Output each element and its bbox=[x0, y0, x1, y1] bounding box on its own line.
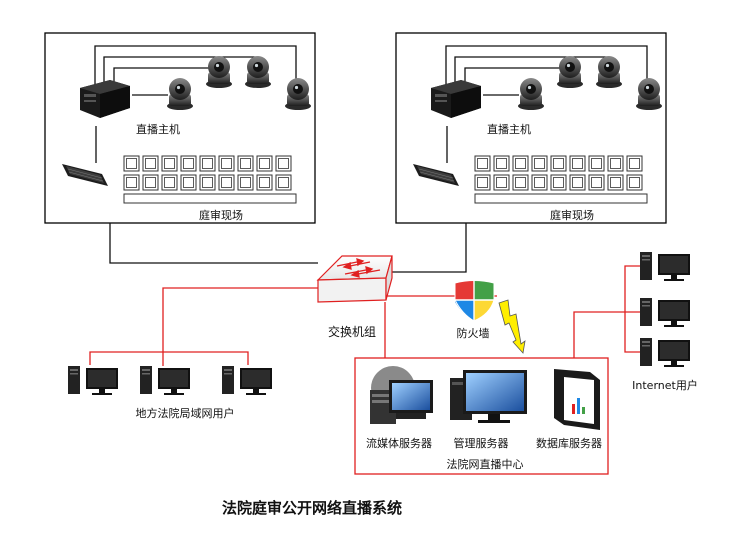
streaming-server-icon bbox=[370, 366, 433, 424]
site-uplinks bbox=[109, 223, 467, 273]
switch-label: 交换机组 bbox=[327, 325, 377, 339]
courtroom-frame bbox=[395, 32, 667, 224]
room-label-1: 庭审现场 bbox=[199, 209, 243, 222]
lan-user-pc bbox=[140, 366, 190, 395]
lan-users-label: 地方法院局域网用户 bbox=[135, 407, 235, 420]
internet-users-label: Internet用户 bbox=[632, 379, 698, 392]
lightning-bolt-icon bbox=[498, 299, 526, 354]
red-network-links bbox=[89, 265, 640, 475]
firewall-shield-icon bbox=[454, 280, 495, 322]
diagram-title: 法院庭审公开网络直播系统 bbox=[222, 499, 403, 517]
streaming-server-label: 流媒体服务器 bbox=[366, 437, 432, 450]
gallery-seats bbox=[474, 155, 648, 204]
lan-user-pc bbox=[222, 366, 272, 395]
internet-user-pc bbox=[640, 298, 690, 327]
management-server-label: 管理服务器 bbox=[453, 437, 509, 450]
database-server-label: 数据库服务器 bbox=[536, 437, 602, 450]
internet-user-pc bbox=[640, 252, 690, 281]
host-label-2: 直播主机 bbox=[487, 123, 531, 136]
room-label-2: 庭审现场 bbox=[550, 209, 594, 222]
host-label-1: 直播主机 bbox=[136, 123, 180, 136]
management-server-icon bbox=[450, 370, 527, 423]
courtroom-site-1 bbox=[44, 32, 316, 224]
firewall-label: 防火墙 bbox=[456, 327, 490, 340]
gallery-seats bbox=[123, 155, 297, 204]
database-server-icon bbox=[554, 369, 600, 430]
courtroom-frame bbox=[44, 32, 316, 224]
courtroom-site-2 bbox=[395, 32, 667, 224]
live-center-label: 法院网直播中心 bbox=[446, 458, 524, 471]
lan-user-pc bbox=[68, 366, 118, 395]
switch-group-icon bbox=[316, 255, 393, 303]
internet-user-pc bbox=[640, 338, 690, 367]
